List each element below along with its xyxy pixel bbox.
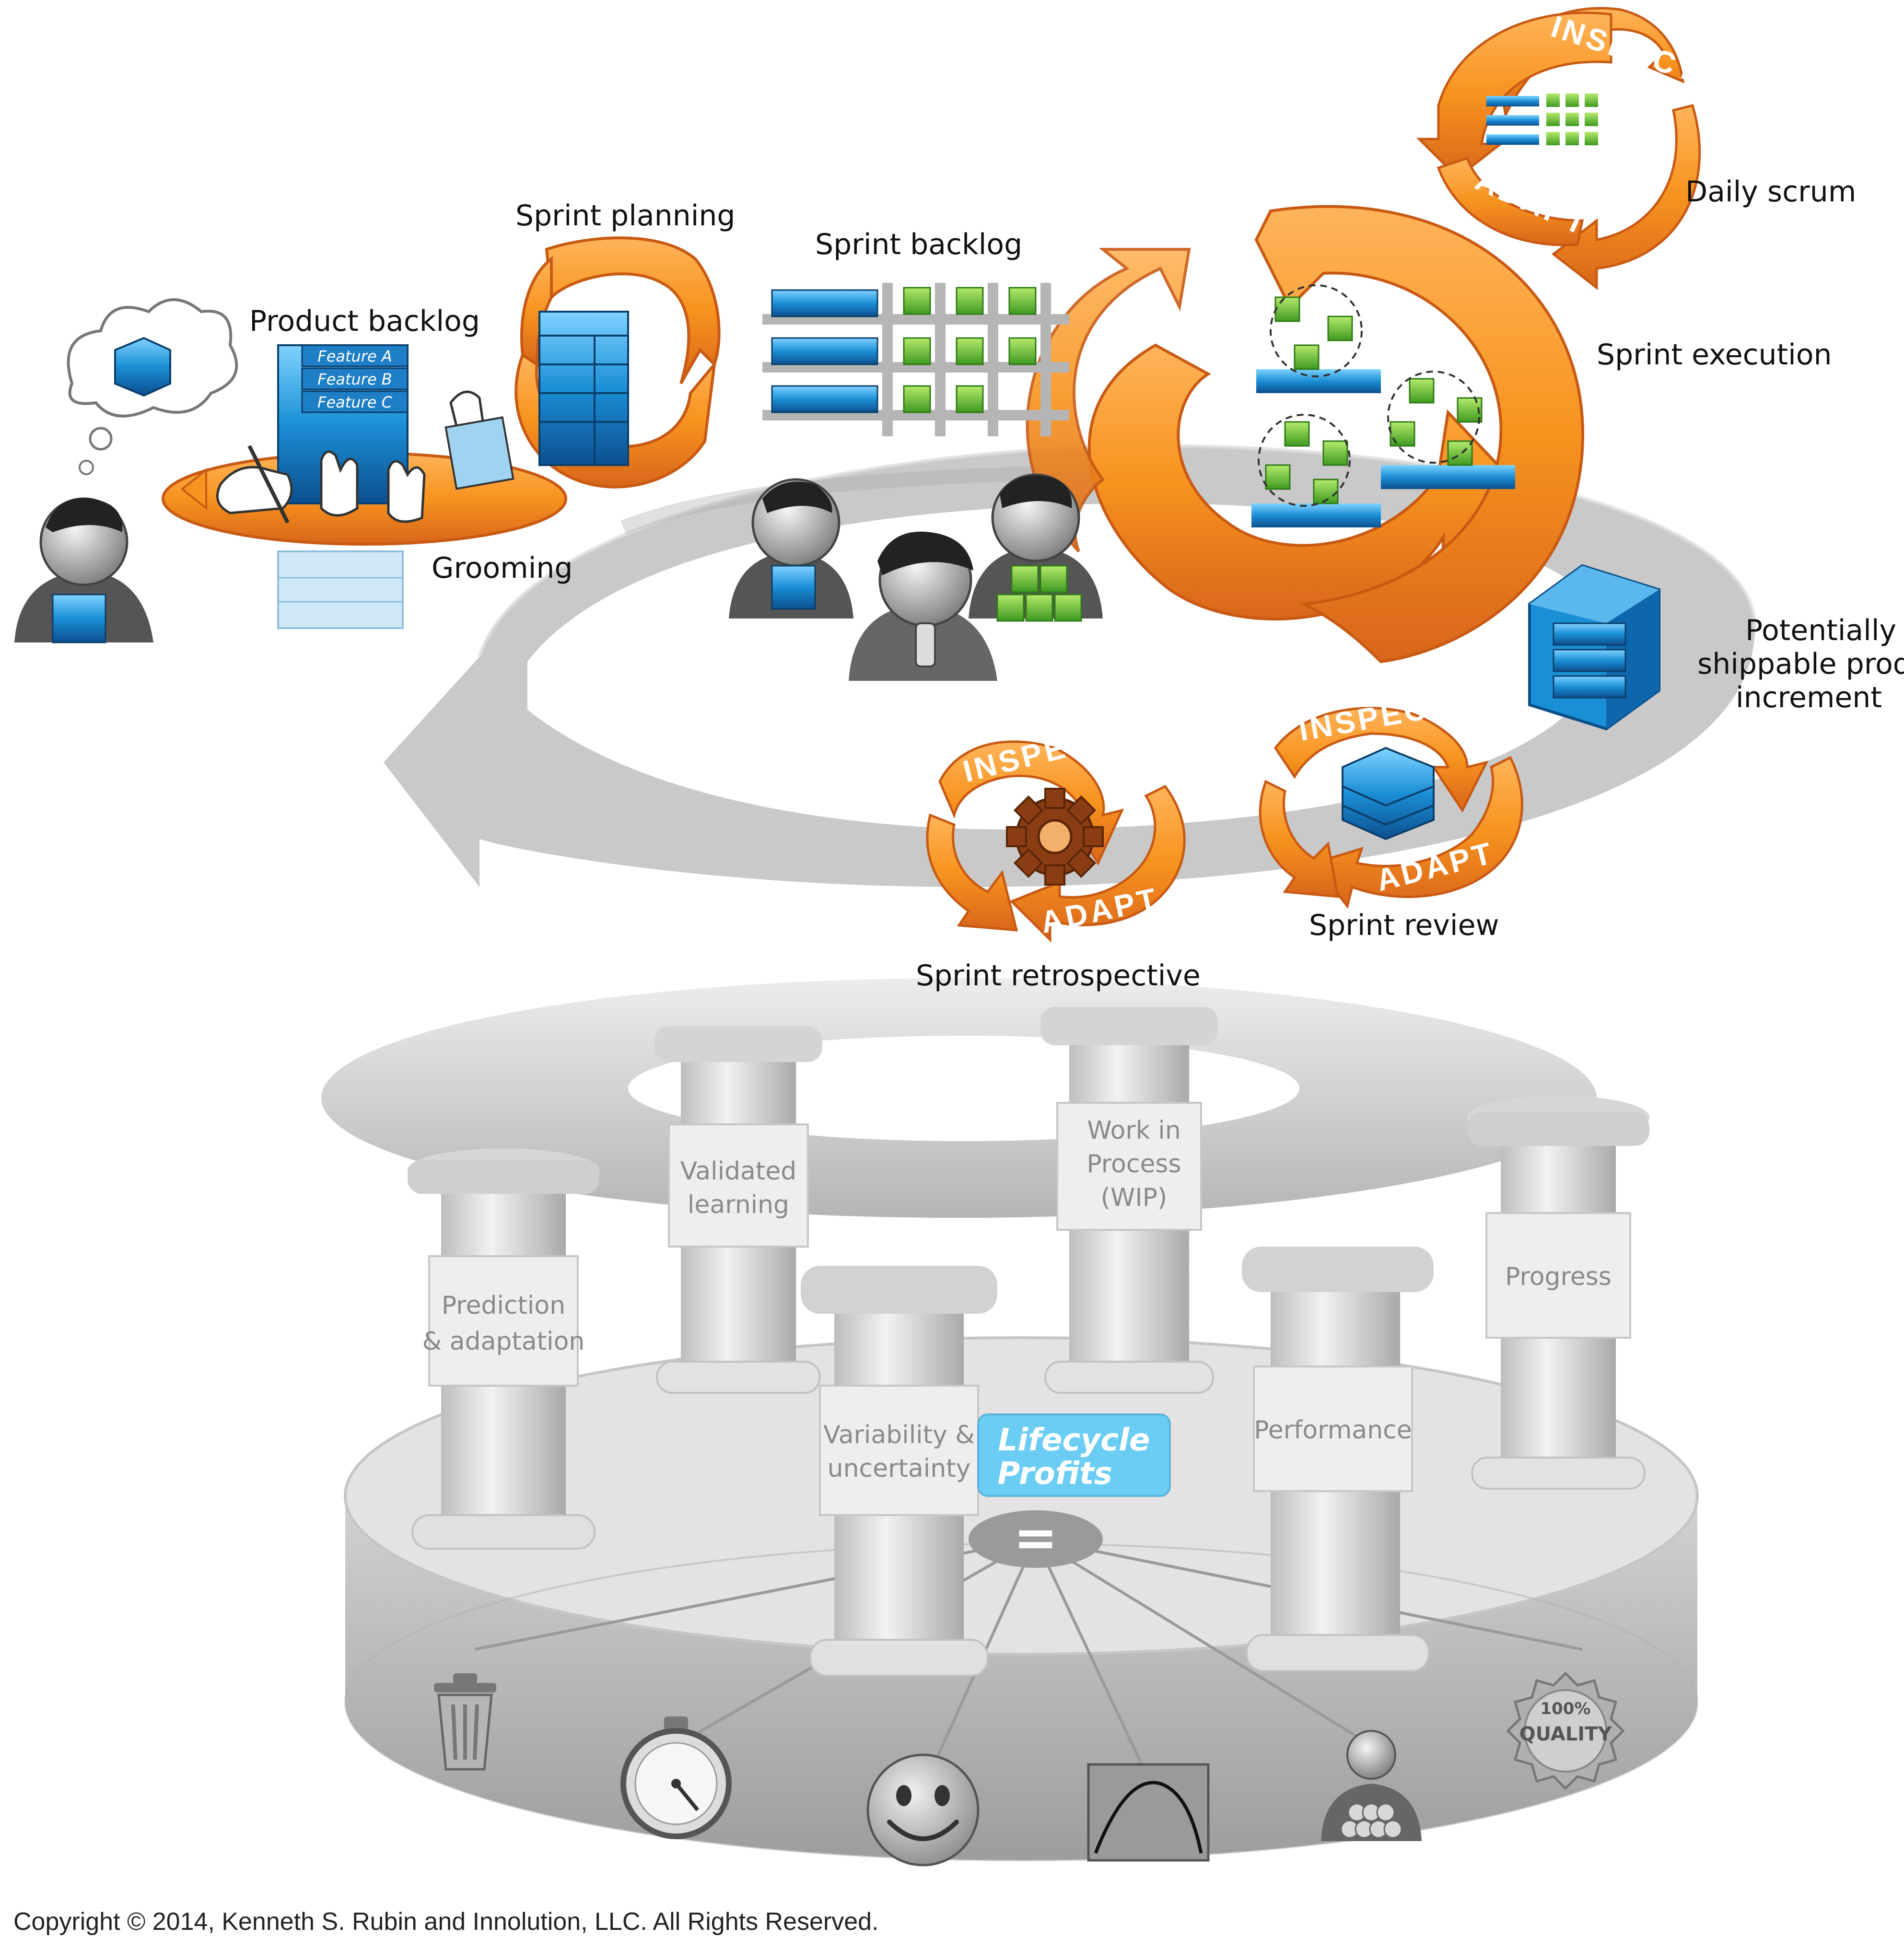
label-sprint-retrospective: Sprint retrospective bbox=[916, 959, 1201, 992]
quality-seal-line1: 100% bbox=[1540, 1699, 1590, 1718]
label-increment-line3: increment bbox=[1736, 681, 1882, 714]
bell-curve-chart-icon bbox=[1087, 1763, 1210, 1862]
values-ring bbox=[321, 978, 1597, 1218]
pillar-wip-line2: Process bbox=[1086, 1150, 1181, 1179]
pillar-prediction-line2: & adaptation bbox=[422, 1327, 585, 1356]
label-increment-line1: Potentially bbox=[1745, 614, 1896, 647]
lifecycle-profits-label: Lifecycle Profits bbox=[977, 1413, 1171, 1497]
pillar-wip-line3: (WIP) bbox=[1101, 1183, 1168, 1212]
pillar-validated-learning: Validated learning bbox=[654, 1026, 822, 1394]
pillar-validated-line1: Validated bbox=[680, 1157, 797, 1186]
daily-scrum-backlog-icon bbox=[1486, 93, 1598, 145]
label-sprint-execution: Sprint execution bbox=[1597, 338, 1832, 372]
label-sprint-review: Sprint review bbox=[1309, 909, 1499, 942]
sprint-execution-work-items bbox=[1251, 284, 1515, 527]
product-owner-with-thought bbox=[14, 298, 238, 643]
pillar-variability-line2: uncertainty bbox=[828, 1454, 971, 1483]
pillar-variability: Variability & uncertainty bbox=[801, 1266, 997, 1677]
pillar-validated-line2: learning bbox=[688, 1191, 789, 1219]
product-backlog-stack: Feature A Feature B Feature C bbox=[277, 344, 409, 629]
copyright-notice: Copyright © 2014, Kenneth S. Rubin and I… bbox=[13, 1908, 879, 1936]
feature-c-label: Feature C bbox=[317, 393, 393, 411]
sprint-retrospective-cycle: INSPECT ADAPT bbox=[926, 718, 1186, 943]
quality-seal-icon: 100% QUALITY bbox=[1506, 1671, 1625, 1790]
pillar-prediction-line1: Prediction bbox=[442, 1291, 565, 1320]
pillar-performance: Performance bbox=[1242, 1247, 1434, 1672]
trash-can-icon bbox=[434, 1673, 496, 1771]
pillar-variability-line1: Variability & bbox=[823, 1421, 975, 1449]
label-product-backlog: Product backlog bbox=[249, 304, 480, 338]
feature-a-label: Feature A bbox=[317, 347, 392, 365]
stopwatch-icon bbox=[620, 1716, 732, 1839]
quality-seal-line2: QUALITY bbox=[1519, 1723, 1612, 1745]
scrum-team-icon bbox=[729, 473, 1103, 681]
review-increment-cube bbox=[1342, 747, 1435, 841]
lifecycle-line1: Lifecycle bbox=[998, 1423, 1150, 1458]
gear-icon bbox=[1006, 788, 1104, 886]
label-increment-line2: shippable product bbox=[1697, 647, 1904, 681]
label-daily-scrum: Daily scrum bbox=[1685, 175, 1856, 209]
smiley-face-icon bbox=[866, 1753, 980, 1867]
label-sprint-backlog: Sprint backlog bbox=[815, 228, 1022, 261]
equals-badge: = bbox=[969, 1507, 1103, 1568]
sprint-backlog-icon bbox=[762, 283, 1069, 436]
sprint-planning-icon bbox=[514, 236, 721, 489]
pillar-wip-line1: Work in bbox=[1087, 1116, 1181, 1145]
team-person-icon bbox=[1321, 1730, 1422, 1841]
equals-sign: = bbox=[1014, 1507, 1058, 1568]
pillar-progress-line1: Progress bbox=[1505, 1262, 1612, 1291]
pillar-wip: Work in Process (WIP) bbox=[1040, 1007, 1218, 1394]
label-sprint-planning: Sprint planning bbox=[515, 199, 736, 233]
pillar-progress: Progress bbox=[1467, 1096, 1649, 1490]
lifecycle-line2: Profits bbox=[997, 1456, 1112, 1492]
feature-b-label: Feature B bbox=[317, 370, 392, 388]
pillar-performance-line1: Performance bbox=[1254, 1416, 1412, 1445]
label-grooming: Grooming bbox=[432, 551, 573, 585]
product-increment-cube bbox=[1528, 564, 1660, 731]
pillar-prediction: Prediction & adaptation bbox=[408, 1148, 599, 1550]
grooming-hands bbox=[216, 390, 514, 524]
